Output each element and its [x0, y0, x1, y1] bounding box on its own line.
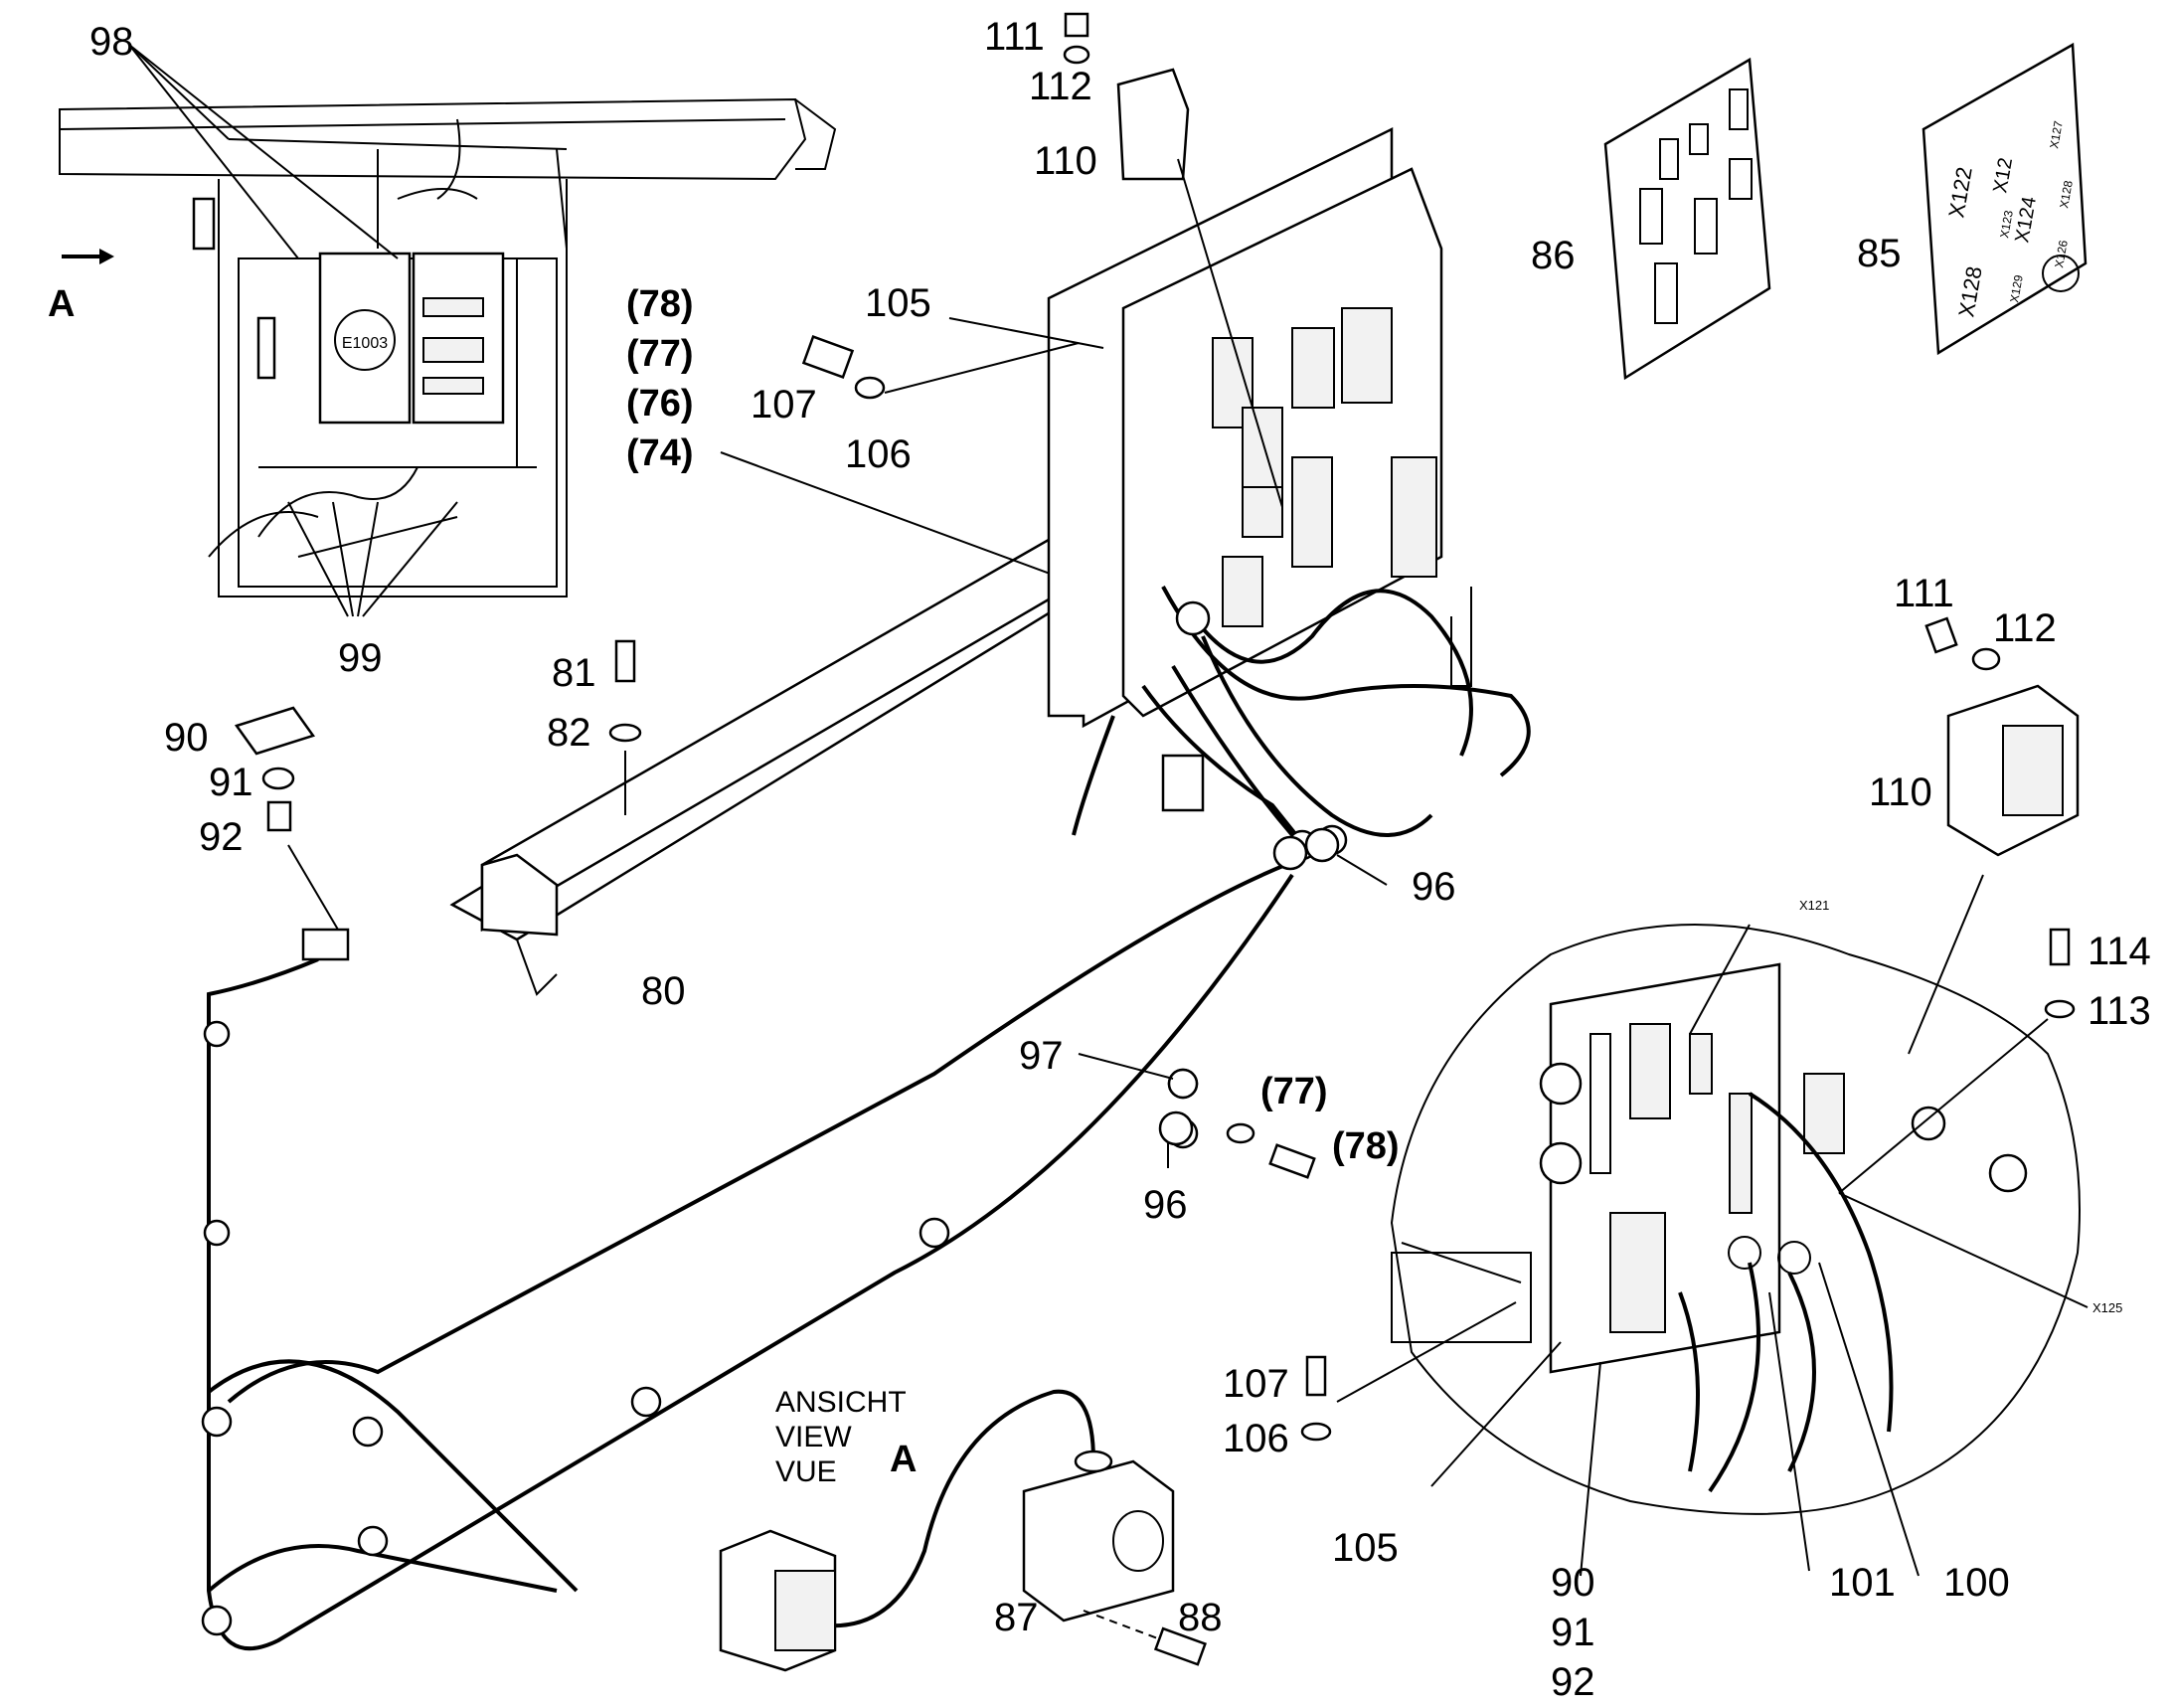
callout-112-right: 112 [1993, 606, 2057, 650]
callout-82: 82 [547, 711, 591, 755]
callout-91-bottom: 91 [1551, 1611, 1595, 1654]
callout-113: 113 [2088, 989, 2151, 1033]
callout-110-top: 110 [1034, 139, 1097, 183]
optional-parts-callouts-top: (78) (77) (76) (74) [626, 283, 1194, 627]
control-box-105: 105 107 106 [751, 126, 1531, 861]
callout-107-bottom: 107 [1223, 1362, 1289, 1406]
view-a-detail: ANSICHT VIEW VUE A 87 88 [719, 1386, 1223, 1672]
view-label-letter: A [890, 1439, 917, 1480]
harness-left [201, 853, 1313, 1651]
callout-76: (76) [626, 383, 694, 425]
callout-98: 98 [89, 20, 134, 64]
mounting-bar-80: 81 82 80 [449, 534, 1111, 1013]
connector-x125-label: X125 [2092, 1300, 2122, 1315]
callout-111-right: 111 [1894, 572, 1954, 615]
callout-100: 100 [1943, 1561, 2010, 1605]
callout-99: 99 [338, 636, 383, 680]
callout-106-bottom: 106 [1223, 1417, 1289, 1460]
connector-110-right: 111 112 110 [1869, 572, 2080, 1055]
plate-85-label-8: X123 [1997, 209, 2016, 239]
connector-x121-label: X121 [1799, 898, 1829, 913]
callout-81: 81 [552, 651, 596, 695]
callout-92-left: 92 [199, 815, 244, 859]
machine-overview-inset: E1003 98 99 A [48, 20, 837, 680]
bracket-90-91-92-left: 90 91 92 [164, 706, 350, 961]
view-arrow-label: A [48, 283, 75, 325]
callout-105-top: 105 [865, 281, 931, 325]
plate-85-label-3: X127 [2047, 119, 2066, 149]
view-label-fr: VUE [775, 1455, 837, 1488]
callout-77-mid: (77) [1260, 1071, 1328, 1112]
callout-87: 87 [994, 1596, 1039, 1639]
callout-78-mid: (78) [1332, 1125, 1400, 1167]
callout-80: 80 [641, 969, 686, 1013]
callout-88: 88 [1178, 1596, 1223, 1639]
callout-106-top: 106 [845, 432, 912, 476]
callout-107-top: 107 [751, 383, 817, 427]
installed-view-detail: X121 X125 114 113 107 106 105 90 91 92 1… [1223, 898, 2151, 1704]
label-plate-85: X122 X12 X127 X124 X128 X129 X128 X123 X… [1857, 42, 2088, 356]
callout-91-left: 91 [209, 761, 253, 804]
plate-85-label-9: X126 [2052, 239, 2071, 268]
connector-110-top: 111 112 110 [984, 12, 1283, 508]
callout-97: 97 [1019, 1034, 1064, 1078]
plate-85-label-6: X129 [2007, 273, 2026, 303]
callout-110-right: 110 [1869, 770, 1932, 814]
label-plate-86: 86 [1531, 57, 1771, 381]
callout-92-bottom: 92 [1551, 1660, 1595, 1703]
harness-clamps-mid: 96 97 96 (77) (78) [1019, 827, 1456, 1227]
callout-85: 85 [1857, 232, 1902, 275]
callout-90-left: 90 [164, 716, 209, 760]
callout-96-mid: 96 [1143, 1183, 1188, 1227]
view-label-de: ANSICHT [775, 1386, 907, 1419]
callout-90-bottom: 90 [1551, 1561, 1595, 1605]
callout-105-bottom: 105 [1332, 1526, 1399, 1570]
callout-101: 101 [1829, 1561, 1896, 1605]
callout-111-top: 111 [984, 15, 1045, 59]
module-label: E1003 [342, 335, 388, 352]
callout-77-top: (77) [626, 333, 694, 375]
callout-114: 114 [2088, 930, 2151, 973]
plate-85-label-7: X128 [2057, 179, 2076, 209]
callout-74: (74) [626, 432, 694, 474]
callout-96-top: 96 [1412, 865, 1456, 909]
module-label-circle [334, 309, 396, 371]
callout-112-top: 112 [1029, 65, 1092, 108]
callout-86: 86 [1531, 234, 1576, 277]
callout-78-top: (78) [626, 283, 694, 325]
view-label-en: VIEW [775, 1421, 852, 1453]
